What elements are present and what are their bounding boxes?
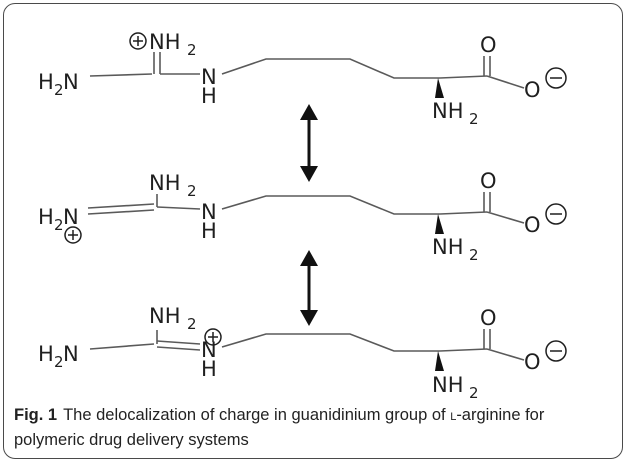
atom-label: O [480, 33, 497, 57]
atom-subscript: 2 [469, 384, 479, 402]
atom-subscript: 2 [54, 216, 64, 234]
atom-label: N [201, 65, 217, 89]
atom-label: N [63, 342, 79, 366]
atom-label: NH [149, 171, 181, 195]
atom-label: H [38, 70, 54, 94]
resonance-arrow-icon [300, 104, 318, 182]
resonance-structure-3: NH 2 H 2 N N H O O [38, 304, 567, 402]
atom-label: O [480, 169, 497, 193]
atom-label: N [201, 200, 217, 224]
atom-subscript: 2 [469, 246, 479, 264]
atom-label: NH [149, 30, 181, 54]
caption-smallcaps: L [450, 411, 457, 423]
atom-subscript: 2 [187, 182, 197, 200]
positive-charge-icon [204, 328, 222, 346]
figure-label: Fig. 1 [14, 406, 58, 424]
atom-label: H [201, 357, 217, 381]
negative-charge-icon [545, 67, 567, 89]
atom-label: NH [432, 99, 464, 123]
positive-charge-icon [64, 226, 82, 244]
caption-text-end: -arginine for polymeric drug delivery sy… [14, 406, 545, 449]
atom-subscript: 2 [187, 41, 197, 59]
atom-label: H [201, 219, 217, 243]
atom-label: N [201, 338, 217, 362]
atom-label: NH [149, 304, 181, 328]
resonance-structure-1: NH 2 H 2 N N H O O [38, 30, 567, 128]
atom-label: H [38, 342, 54, 366]
atom-subscript: 2 [469, 110, 479, 128]
resonance-structure-2: NH 2 H 2 N N H O O [38, 169, 567, 264]
atom-label: H [201, 84, 217, 108]
figure-frame: NH 2 H 2 N N H O O [3, 3, 623, 459]
resonance-structures-diagram: NH 2 H 2 N N H O O [38, 30, 567, 402]
atom-subscript: 2 [187, 315, 197, 333]
atom-label: H [38, 205, 54, 229]
resonance-arrow-icon [300, 250, 318, 326]
atom-subscript: 2 [54, 353, 64, 371]
negative-charge-icon [545, 340, 567, 362]
atom-label: NH [432, 235, 464, 259]
atom-label: O [524, 350, 541, 374]
negative-charge-icon [545, 203, 567, 225]
atom-label: O [524, 78, 541, 102]
atom-label: NH [432, 373, 464, 397]
positive-charge-icon [129, 32, 147, 50]
atom-label: O [524, 213, 541, 237]
caption-text: The delocalization of charge in guanidin… [63, 406, 451, 424]
atom-label: O [480, 306, 497, 330]
atom-subscript: 2 [54, 81, 64, 99]
atom-label: N [63, 70, 79, 94]
atom-label: N [63, 205, 79, 229]
figure-caption: Fig. 1 The delocalization of charge in gu… [14, 404, 604, 452]
